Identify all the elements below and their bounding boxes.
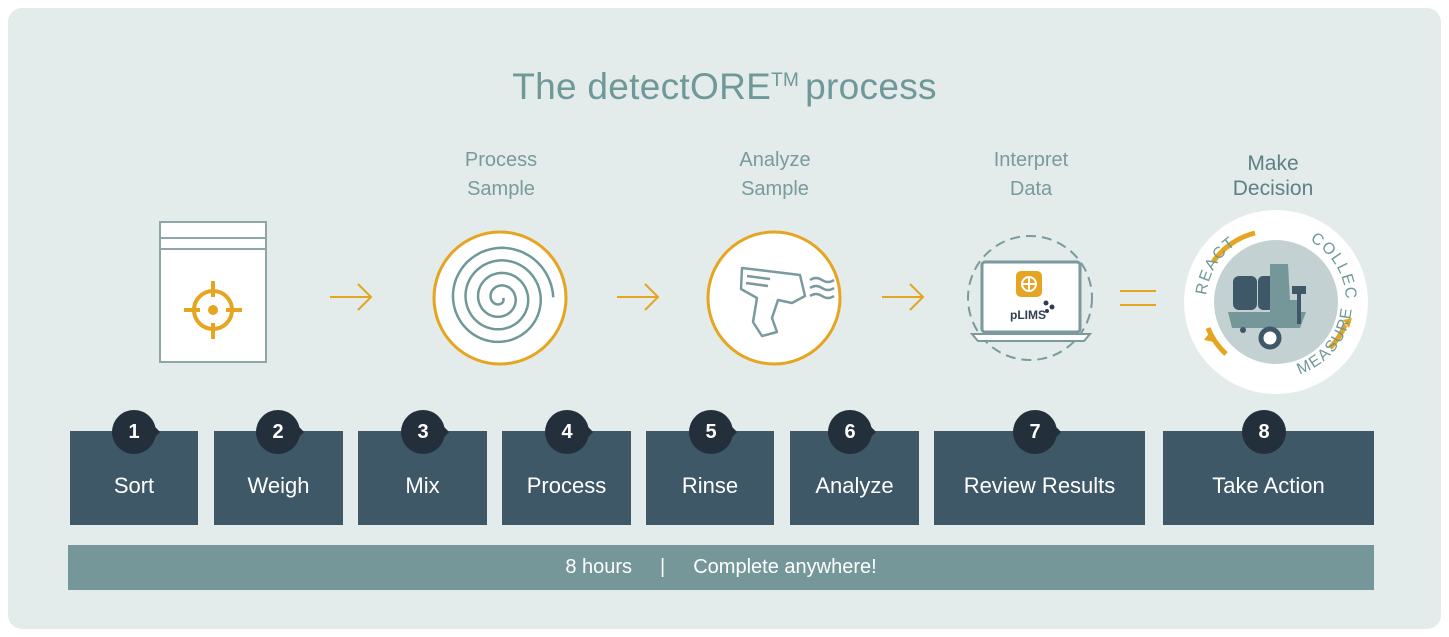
phase-label-line1: Make xyxy=(1247,152,1299,175)
arrow-icon xyxy=(617,283,660,311)
phase-make-decision: Make Decision xyxy=(1173,151,1373,201)
step-label: Take Action xyxy=(1212,473,1325,498)
phase-label-line2: Data xyxy=(1009,178,1053,200)
phase-analyze-sample: Analyze Sample xyxy=(675,146,875,204)
cycle-arc xyxy=(1210,230,1256,264)
spiral-icon xyxy=(432,230,568,366)
phase-label-line2: Sample xyxy=(467,178,535,200)
step-number-badge: 3 xyxy=(401,410,450,454)
plims-label: pLIMS xyxy=(1010,308,1046,322)
step-number-badge: 7 xyxy=(1013,410,1062,454)
footer-bar: 8 hours | Complete anywhere! xyxy=(68,545,1374,590)
step-label: Rinse xyxy=(681,473,739,498)
trademark-mark: TM xyxy=(771,70,800,91)
phase-label-line2: Sample xyxy=(741,178,809,200)
sample-bag-icon xyxy=(159,221,267,363)
step-number-badge: 2 xyxy=(256,410,305,454)
title-rest: process xyxy=(805,66,937,107)
step-number: 2 xyxy=(272,421,284,443)
footer-separator: | xyxy=(660,556,666,578)
step-number-badge: 8 xyxy=(1242,410,1286,454)
forklift-icon xyxy=(1228,264,1306,350)
step-label: Process xyxy=(526,473,607,498)
step-number: 8 xyxy=(1258,421,1270,443)
step-label: Mix xyxy=(405,473,440,498)
footer-location: Complete anywhere! xyxy=(693,556,877,578)
step-number: 1 xyxy=(128,421,140,443)
laptop-icon: pLIMS xyxy=(967,235,1093,361)
cycle-arc xyxy=(1328,323,1348,350)
arrow-icon xyxy=(330,283,373,311)
phase-label-line1: Process xyxy=(464,149,538,171)
phase-label-line2: Decision xyxy=(1232,177,1314,200)
title-main: The detectORE xyxy=(512,66,772,107)
step-number-badge: 5 xyxy=(689,410,738,454)
phase-label-line1: Analyze xyxy=(739,149,811,171)
handheld-analyzer-icon xyxy=(706,230,842,366)
step-number: 6 xyxy=(844,421,856,443)
step-label: Weigh xyxy=(247,473,310,498)
step-label: Sort xyxy=(113,473,155,498)
step-number: 3 xyxy=(417,421,429,443)
step-label: Analyze xyxy=(815,473,894,498)
step-number-badge: 6 xyxy=(828,410,877,454)
target-icon xyxy=(184,281,242,339)
step-number: 4 xyxy=(561,421,573,443)
step-box-sort: Sort xyxy=(70,431,198,525)
step-number-badge: 1 xyxy=(112,410,161,454)
equals-icon xyxy=(1120,290,1156,306)
cycle-arc xyxy=(1205,326,1228,356)
phase-interpret-data: Interpret Data xyxy=(931,146,1131,204)
step-label: Review Results xyxy=(963,473,1116,498)
step-number: 7 xyxy=(1029,421,1041,443)
arrow-icon xyxy=(882,283,925,311)
step-number: 5 xyxy=(705,421,717,443)
phase-process-sample: Process Sample xyxy=(401,146,601,204)
step-number-badge: 4 xyxy=(545,410,594,454)
footer-duration: 8 hours xyxy=(565,556,633,578)
phase-label-line1: Interpret xyxy=(993,149,1069,171)
